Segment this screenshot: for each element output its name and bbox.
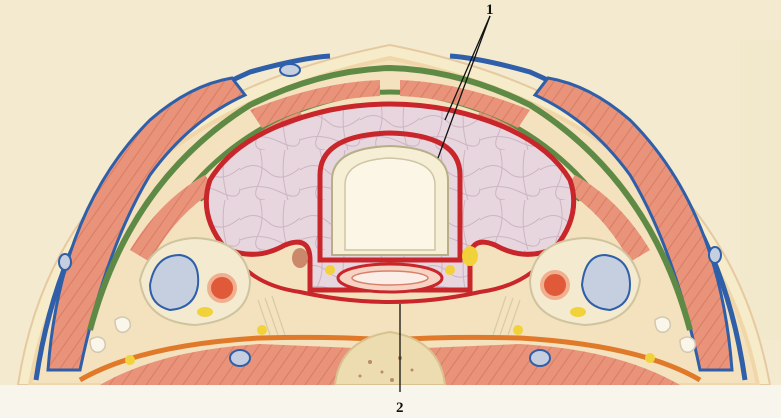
left-parathyroid <box>292 248 308 268</box>
left-vagus-nerve <box>197 307 213 317</box>
label-1: 1 <box>486 2 494 18</box>
left-lower-nerve <box>125 355 135 365</box>
anterior-jugular-vein <box>280 64 300 76</box>
right-vertebral-vessel <box>530 350 550 366</box>
left-scm-vessel <box>59 254 71 270</box>
left-carotid-sheath <box>140 238 250 325</box>
background-page-text <box>740 40 781 340</box>
right-scm-vessel <box>709 247 721 263</box>
left-vertebral-vessel <box>230 350 250 366</box>
esophagus-lumen <box>352 271 428 285</box>
label-2: 2 <box>396 400 404 416</box>
right-common-carotid-artery <box>542 272 568 298</box>
bottom-margin <box>0 385 781 418</box>
right-recurrent-nerve <box>445 265 455 275</box>
left-common-carotid-artery <box>209 275 235 301</box>
right-lower-nerve <box>645 353 655 363</box>
right-small-nerve <box>513 325 523 335</box>
left-small-nerve <box>257 325 267 335</box>
right-vagus-nerve <box>570 307 586 317</box>
right-carotid-sheath <box>530 238 640 325</box>
left-recurrent-nerve <box>325 265 335 275</box>
right-thyroid-nodule <box>462 246 478 266</box>
right-internal-jugular-vein <box>582 255 630 310</box>
trachea-lumen <box>345 158 435 250</box>
